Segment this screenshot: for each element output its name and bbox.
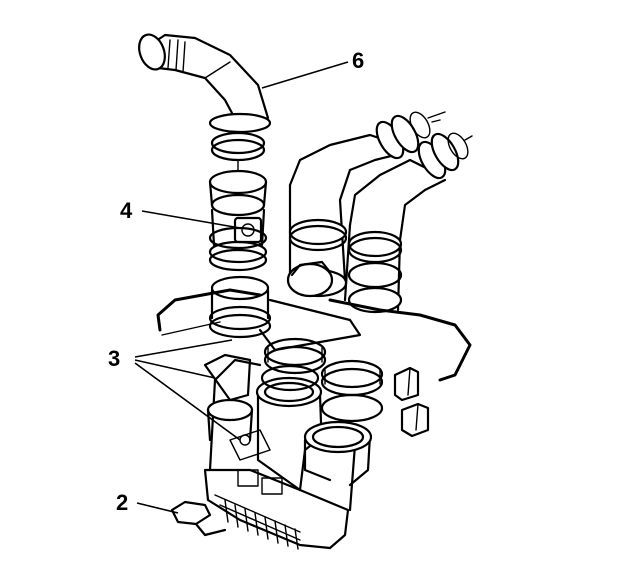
- side-brackets: [393, 366, 430, 438]
- callout-4: 4: [120, 198, 241, 229]
- callout-2: 2: [116, 490, 179, 515]
- duct-clamps-column: [208, 131, 268, 217]
- callout-3: 3: [108, 339, 241, 441]
- throttle-body-center: [258, 260, 362, 352]
- vacuum-hose: [156, 288, 472, 382]
- callout-label-2: 2: [116, 490, 128, 515]
- air-inlet-duct: [138, 33, 272, 134]
- callout-label-3: 3: [108, 346, 120, 371]
- callout-label-4: 4: [120, 198, 133, 223]
- callout-label-6: 6: [352, 48, 364, 73]
- tube-coupler-right: [375, 111, 473, 180]
- intake-plenum-housing: [170, 358, 357, 550]
- lower-intake-tubes: [255, 337, 384, 492]
- callout-6: 6: [261, 48, 364, 89]
- mass-airflow-sensor: [208, 208, 268, 272]
